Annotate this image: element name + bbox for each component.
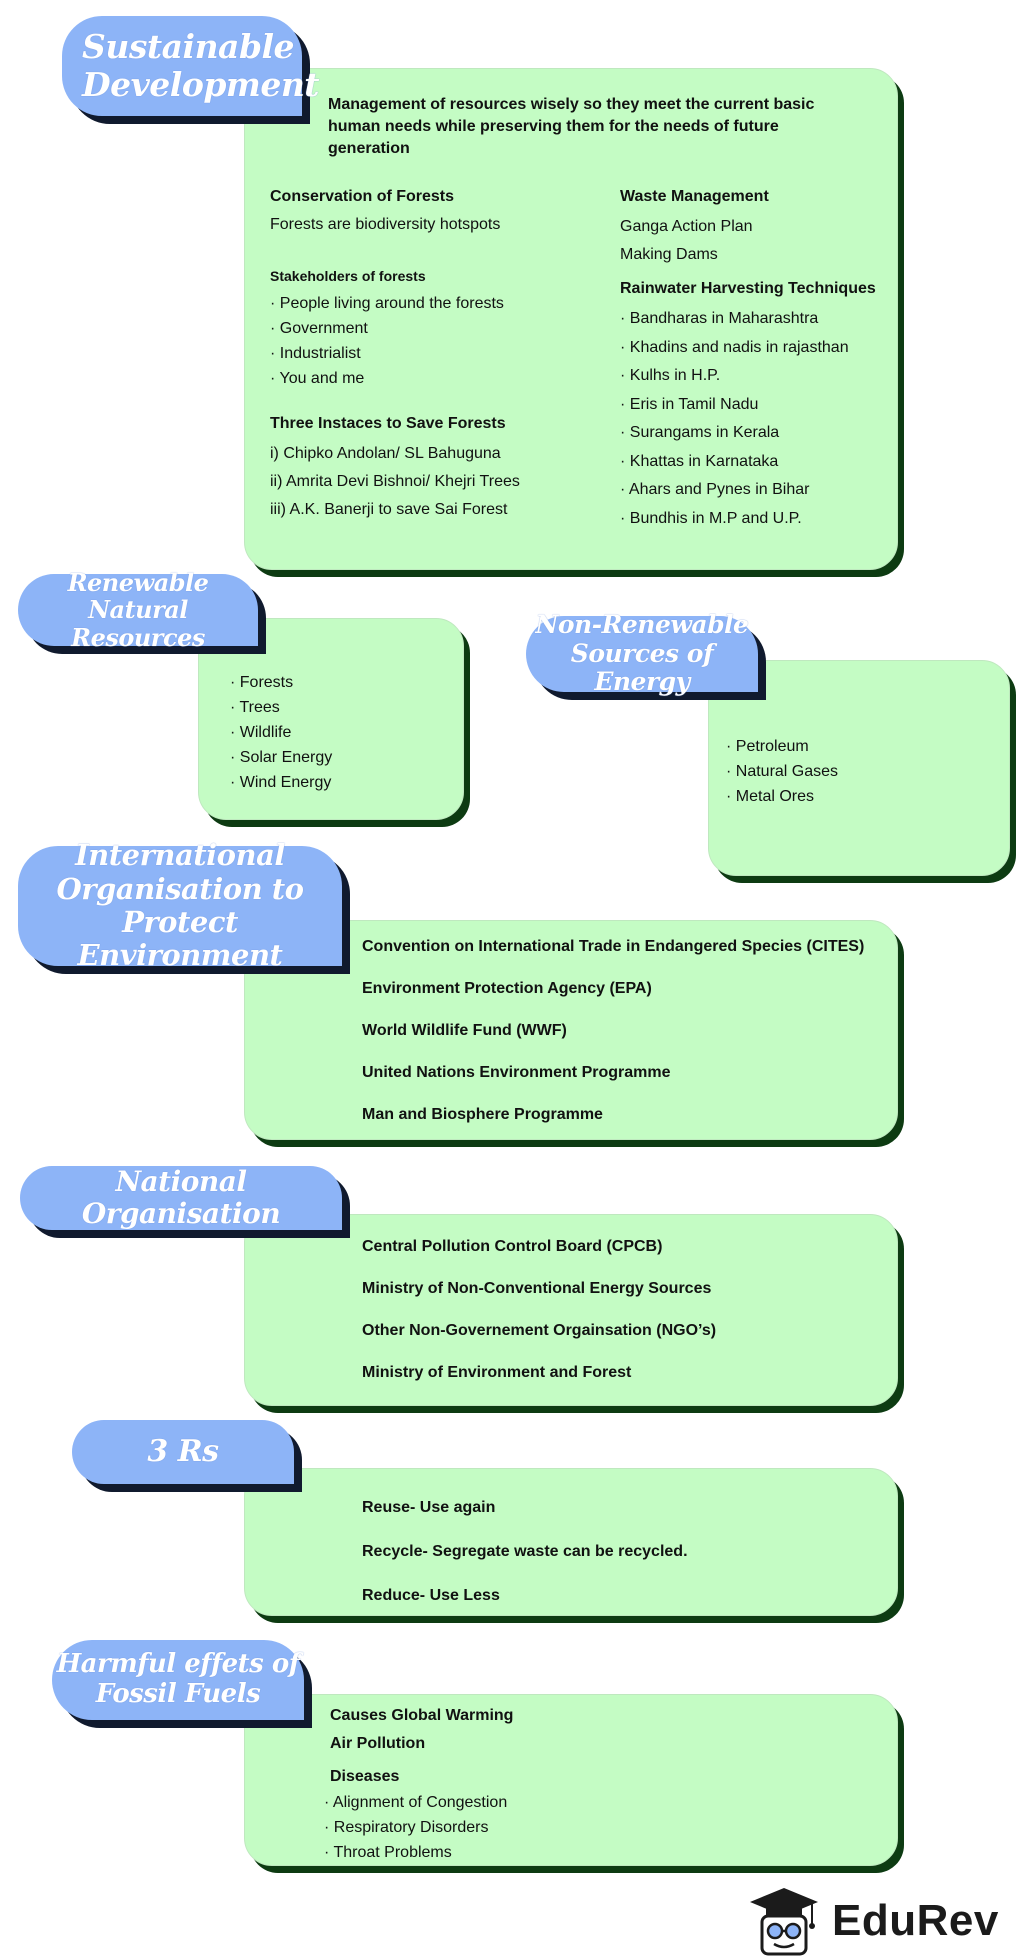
list-item: · Government [270,320,368,337]
list-item: Air Pollution [330,1735,426,1752]
three-rs-list: Reuse- Use again Recycle- Segregate wast… [362,1486,688,1618]
list-item: ii) Amrita Devi Bishnoi/ Khejri Trees [270,473,520,490]
list-item: · Kulhs in H.P. [620,367,721,384]
list-item: · People living around the forests [270,295,504,312]
international-list: Convention on International Trade in End… [362,926,864,1136]
list-item: Ministry of Non-Conventional Energy Sour… [362,1280,712,1297]
list-item: · Alignment of Congestion [324,1794,508,1811]
list-item: · Wind Energy [230,774,332,791]
list-item: · Bundhis in M.P and U.P. [620,509,802,527]
rainwater-heading: Rainwater Harvesting Techniques [620,280,876,297]
list-item: · Forests [230,674,294,691]
instances-list: i) Chipko Andolan/ SL Bahuguna ii) Amrit… [270,440,520,524]
list-item: · Wildlife [230,724,292,741]
list-item: · You and me [270,370,365,387]
three-rs-title: 3 Rs [72,1420,294,1484]
list-item: · Khadins and nadis in rajasthan [620,338,849,356]
diseases-list: · Alignment of Congestion · Respiratory … [324,1790,507,1865]
conservation-heading: Conservation of Forests [270,188,455,205]
international-panel [244,920,898,1140]
sustainable-development-title: Sustainable Development [62,16,320,116]
list-item: · Throat Problems [324,1844,452,1861]
list-item: Convention on International Trade in End… [362,938,865,955]
list-item: Other Non-Governement Orgainsation (NGO’… [362,1322,717,1339]
edurev-logo: EduRev [748,1886,1010,1956]
sustainable-intro: Management of resources wisely so they m… [328,96,815,157]
waste-list: Ganga Action Plan Making Dams [620,213,753,269]
list-item: World Wildlife Fund (WWF) [362,1022,567,1039]
instances-heading: Three Instaces to Save Forests [270,415,506,432]
national-title: National Organisation [20,1165,342,1230]
list-item: · Metal Ores [726,788,815,805]
graduation-cap-mascot-icon [750,1888,818,1956]
fossil-panel [244,1694,898,1866]
list-item: · Eris in Tamil Nadu [620,395,759,413]
renewable-title: Renewable Natural Resources [18,568,258,651]
nonrenewable-title: Non-Renewable Sources of Energy [526,610,758,696]
list-item: · Petroleum [726,738,809,755]
list-item: Central Pollution Control Board (CPCB) [362,1238,663,1255]
brand-name: EduRev [832,1896,999,1945]
list-item: United Nations Environment Programme [362,1064,671,1081]
list-item: · Respiratory Disorders [324,1819,489,1836]
list-item: · Bandharas in Maharashtra [620,310,819,327]
three-rs-panel [244,1468,898,1616]
conservation-text: Forests are biodiversity hotspots [270,216,501,233]
stakeholders-list: · People living around the forests · Gov… [270,291,504,391]
list-item: Man and Biosphere Programme [362,1106,603,1123]
list-item: · Ahars and Pynes in Bihar [620,481,810,498]
fossil-effects-list: Causes Global Warming Air Pollution [330,1702,513,1758]
fossil-title: Harmful effets of Fossil Fuels [52,1640,304,1720]
stakeholders-heading: Stakeholders of forests [270,268,426,284]
list-item: · Solar Energy [230,749,333,766]
nonrenewable-list: · Petroleum · Natural Gases · Metal Ores [726,734,838,809]
international-title: International Organisation to Protect En… [18,838,342,972]
diseases-heading: Diseases [330,1768,400,1785]
renewable-panel [198,618,464,820]
national-list: Central Pollution Control Board (CPCB) M… [362,1226,716,1394]
list-item: · Natural Gases [726,763,839,780]
renewable-list: · Forests · Trees · Wildlife · Solar Ene… [230,670,332,795]
list-item: Causes Global Warming [330,1707,514,1724]
list-item: Ganga Action Plan [620,218,753,235]
list-item: Recycle- Segregate waste can be recycled… [362,1543,688,1560]
sustainable-development-panel [244,68,898,570]
list-item: · Khattas in Karnataka [620,452,779,470]
list-item: Ministry of Environment and Forest [362,1364,632,1381]
national-panel [244,1214,898,1406]
list-item: Environment Protection Agency (EPA) [362,980,652,997]
list-item: iii) A.K. Banerji to save Sai Forest [270,501,508,518]
list-item: Reduce- Use Less [362,1587,500,1604]
list-item: Making Dams [620,246,718,263]
list-item: · Industrialist [270,345,361,362]
list-item: i) Chipko Andolan/ SL Bahuguna [270,445,501,462]
rainwater-list: · Bandharas in Maharashtra · Khadins and… [620,305,849,533]
list-item: · Trees [230,699,280,716]
waste-heading: Waste Management [620,188,769,205]
nonrenewable-panel [708,660,1010,876]
list-item: · Surangams in Kerala [620,424,780,441]
list-item: Reuse- Use again [362,1499,496,1516]
